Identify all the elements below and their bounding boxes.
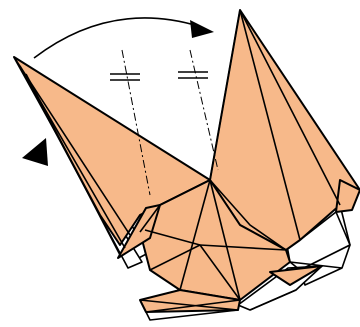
push-arrow-icon [22,138,48,166]
curved-arrow-path [34,18,198,58]
equal-distance-marks [110,72,208,80]
fold-guide-right [190,50,218,170]
curved-arrow-head [190,20,214,38]
push-arrow-head [22,138,48,166]
curved-arrow-icon [34,18,214,58]
